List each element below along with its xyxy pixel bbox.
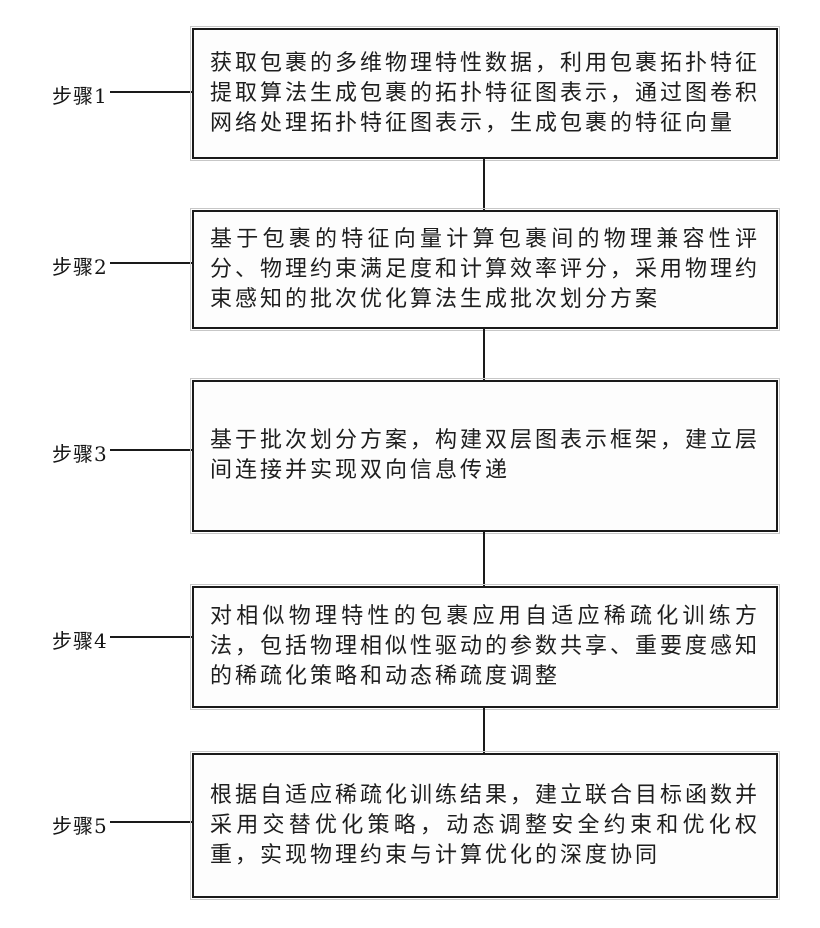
step4-connector-line [110,636,192,638]
step3-box: 基于批次划分方案，构建双层图表示框架，建立层间连接并实现双向信息传递 [190,378,780,534]
step5-label: 步骤5 [52,814,108,838]
connector-box1-box2 [483,159,485,211]
step2-label: 步骤2 [52,255,108,279]
step5-connector-line [110,821,192,823]
connector-box2-box3 [483,329,485,381]
step4-text: 对相似物理特性的包裹应用自适应稀疏化训练方法，包括物理相似性驱动的参数共享、重要… [210,604,761,689]
step2-box: 基于包裹的特征向量计算包裹间的物理兼容性评分、物理约束满足度和计算效率评分，采用… [190,208,780,331]
step1-box: 获取包裹的多维物理特性数据，利用包裹拓扑特征提取算法生成包裹的拓扑特征图表示，通… [190,26,780,161]
step4-label: 步骤4 [52,629,108,653]
step3-text: 基于批次划分方案，构建双层图表示框架，建立层间连接并实现双向信息传递 [210,428,761,483]
step2-text: 基于包裹的特征向量计算包裹间的物理兼容性评分、物理约束满足度和计算效率评分，采用… [210,226,761,312]
step1-connector-line [110,91,192,93]
connector-box3-box4 [483,532,485,587]
step3-connector-line [110,449,192,451]
step3-label: 步骤3 [52,442,108,466]
step4-box: 对相似物理特性的包裹应用自适应稀疏化训练方法，包括物理相似性驱动的参数共享、重要… [190,584,780,710]
connector-box4-box5 [483,708,485,754]
step2-connector-line [110,262,192,264]
step5-box: 根据自适应稀疏化训练结果，建立联合目标函数并采用交替优化策略，动态调整安全约束和… [190,751,780,900]
step1-label: 步骤1 [52,84,108,108]
step5-text: 根据自适应稀疏化训练结果，建立联合目标函数并采用交替优化策略，动态调整安全约束和… [210,782,761,868]
step1-text: 获取包裹的多维物理特性数据，利用包裹拓扑特征提取算法生成包裹的拓扑特征图表示，通… [210,50,761,136]
